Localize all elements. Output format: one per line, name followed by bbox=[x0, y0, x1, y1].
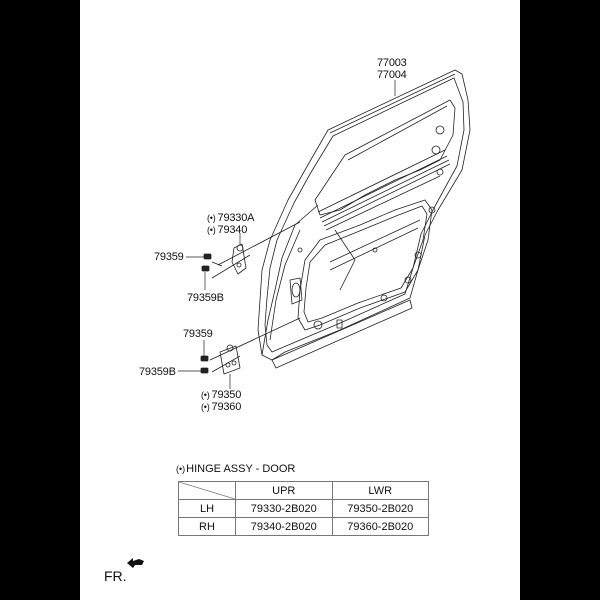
callout-upper-bolt-79359b: 79359B bbox=[187, 292, 224, 304]
lower-bolts bbox=[200, 355, 209, 374]
part-number-77004: 77004 bbox=[377, 69, 407, 81]
front-orientation-label: FR. bbox=[104, 568, 127, 584]
callout-lower-bolt-79359b: 79359B bbox=[139, 366, 176, 378]
hinge-assy-mark: (•) bbox=[176, 464, 186, 474]
upper-hinge-part bbox=[211, 221, 301, 279]
diagonal-divider bbox=[179, 482, 235, 499]
diagram-canvas: 77003 77004 (•)79330A (•)79340 79359 793… bbox=[80, 0, 520, 600]
front-direction-arrow-icon bbox=[127, 558, 144, 568]
table-cell-lwr: 79360-2B020 bbox=[331, 517, 429, 536]
legend-title: (•)HINGE ASSY - DOOR bbox=[176, 463, 295, 475]
callout-main-part: 77003 77004 bbox=[377, 57, 407, 81]
part-number-79330a: 79330A bbox=[217, 212, 255, 224]
hinge-assy-mark: (•) bbox=[201, 390, 210, 400]
hinge-assy-mark: (•) bbox=[207, 213, 216, 223]
callout-lower-hinge: (•)79350 (•)79360 bbox=[201, 389, 241, 413]
table-cell-lwr: 79350-2B020 bbox=[331, 499, 429, 518]
hinge-assy-mark: (•) bbox=[207, 225, 216, 235]
table-cell-side: RH bbox=[178, 517, 236, 536]
table-header-upr: UPR bbox=[235, 481, 333, 500]
legend-title-text: HINGE ASSY - DOOR bbox=[186, 463, 296, 475]
leader-lines bbox=[178, 80, 396, 389]
table-header-lwr: LWR bbox=[331, 481, 429, 500]
table-row: LH 79330-2B020 79350-2B020 bbox=[178, 499, 429, 518]
table-cell-upr: 79330-2B020 bbox=[235, 499, 333, 518]
part-number-79360: 79360 bbox=[211, 401, 242, 413]
table-header-row: UPR LWR bbox=[178, 481, 429, 500]
lower-hinge-part bbox=[209, 317, 301, 375]
hinge-part-table: UPR LWR LH 79330-2B020 79350-2B020 RH 79… bbox=[178, 481, 429, 536]
door-exploded-view bbox=[178, 69, 471, 389]
callout-lower-bolt-79359: 79359 bbox=[183, 328, 213, 340]
part-number-79350: 79350 bbox=[211, 389, 242, 401]
table-corner-cell bbox=[178, 481, 236, 500]
callout-upper-hinge: (•)79330A (•)79340 bbox=[207, 212, 254, 236]
table-row: RH 79340-2B020 79360-2B020 bbox=[178, 517, 429, 536]
upper-bolts bbox=[201, 253, 212, 272]
callout-upper-bolt-79359: 79359 bbox=[154, 251, 184, 263]
part-number-79340: 79340 bbox=[217, 224, 248, 236]
table-cell-upr: 79340-2B020 bbox=[235, 517, 333, 536]
table-cell-side: LH bbox=[178, 499, 236, 518]
part-number-77003: 77003 bbox=[377, 57, 407, 69]
hinge-assy-mark: (•) bbox=[201, 402, 210, 412]
door-panel-outline bbox=[257, 69, 471, 369]
